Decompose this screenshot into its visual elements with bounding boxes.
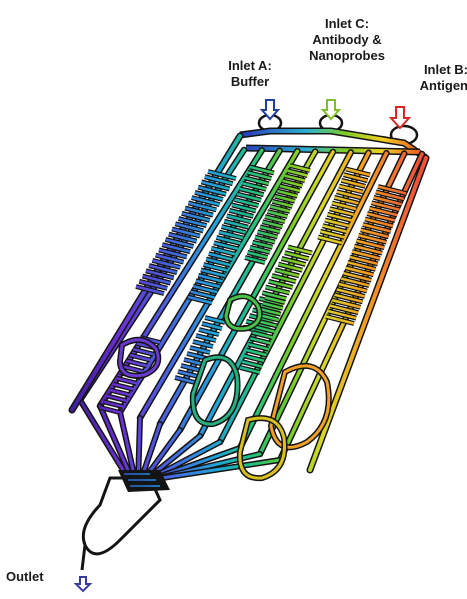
inlet-c-title: Inlet C:	[292, 16, 402, 32]
inlet-b-title: Inlet B:	[398, 62, 467, 78]
inlet-c-desc-1: Antibody &	[292, 32, 402, 48]
inlet-b-label: Inlet B: Antigen	[398, 62, 467, 94]
inlet-a-label: Inlet A: Buffer	[214, 58, 286, 90]
inlet-b-desc: Antigen	[398, 78, 467, 94]
inlet-c-label: Inlet C: Antibody & Nanoprobes	[292, 16, 402, 64]
channel-fill	[138, 418, 140, 478]
arrow-outlet-icon	[76, 577, 90, 591]
inlet-a-title: Inlet A:	[214, 58, 286, 74]
outlet-chamber	[82, 470, 170, 570]
outlet-label: Outlet	[6, 569, 66, 585]
inlet-a-desc: Buffer	[214, 74, 286, 90]
arrow-inlet-b-icon	[391, 107, 409, 128]
inlet-c-desc-2: Nanoprobes	[292, 48, 402, 64]
